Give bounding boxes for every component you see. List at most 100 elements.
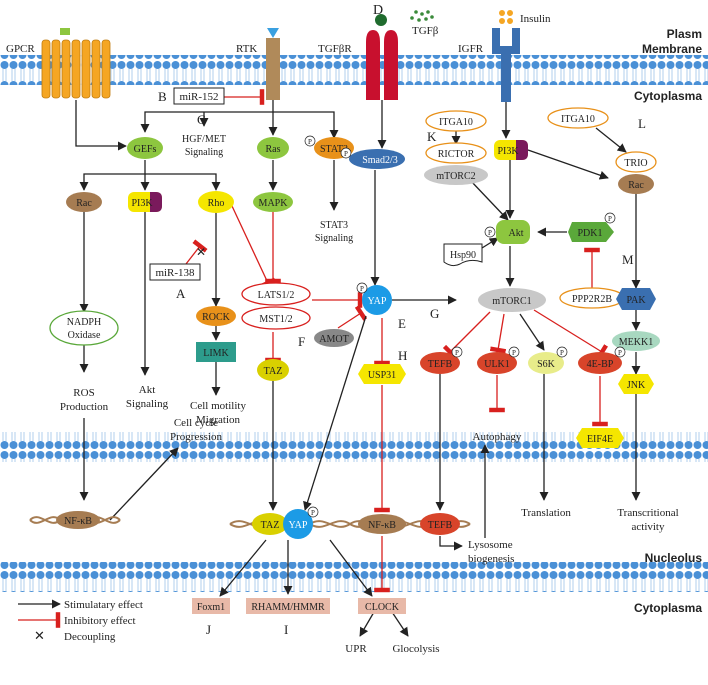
smad-phospho-label: P	[344, 150, 348, 158]
lysosome-label-1: Lysosome	[468, 539, 513, 551]
eif4e-label: EIF4E	[587, 434, 613, 445]
taz-node	[257, 359, 289, 381]
ulk1-phospho-icon	[508, 346, 520, 358]
transcription-label-1: Transcritional	[617, 507, 678, 519]
itga10-k-node	[425, 110, 487, 132]
yap-node	[362, 285, 392, 315]
ulk1-phospho-label: P	[512, 349, 516, 357]
foxm1-node	[192, 598, 230, 614]
nadph-label-1: NADPH	[67, 317, 101, 328]
region-label-cytoplasma-bottom: Cytoplasma	[634, 601, 702, 615]
letter-k: K	[427, 129, 437, 144]
lats-label: LATS1/2	[258, 290, 295, 301]
upr-label: UPR	[345, 643, 367, 655]
letter-m: M	[622, 252, 634, 267]
limk-label: LIMK	[203, 348, 229, 359]
decoupling-mark-icon: ✕	[196, 245, 206, 259]
letter-j: J	[206, 622, 211, 637]
mekk1-label: MEKK1	[619, 337, 653, 348]
s6k-node	[528, 352, 564, 374]
akt-signaling-label-2: Signaling	[126, 398, 169, 410]
s6k-phospho-icon	[556, 346, 568, 358]
nfkb-left-node	[56, 511, 100, 529]
rtk-receptor	[266, 38, 280, 100]
tgfb-label: TGFβ	[412, 25, 439, 37]
ros-label-1: ROS	[73, 387, 94, 399]
nadph-oxidase-node	[49, 310, 119, 346]
rhamm-node	[246, 598, 330, 614]
akt-label: Akt	[509, 228, 524, 239]
taz-label: TAZ	[264, 366, 283, 377]
tefb-phospho-label: P	[455, 349, 459, 357]
yap-phospho-icon	[356, 282, 368, 294]
igfr-receptor	[492, 28, 520, 102]
rtk-label: RTK	[236, 43, 257, 55]
mekk1-node	[612, 331, 660, 351]
nfkb-left-label: NF-κB	[64, 516, 92, 527]
pi3k-left-label: PI3K	[131, 198, 153, 209]
pak-node	[616, 288, 656, 310]
amot-node	[314, 329, 354, 347]
tefb-label: TEFB	[428, 359, 453, 370]
smad-node	[349, 149, 405, 169]
legend-decoupling-label: Decoupling	[64, 631, 116, 643]
clock-label: CLOCK	[365, 602, 400, 613]
clock-node	[358, 598, 406, 614]
yap-nuclear-phospho-label: P	[311, 509, 315, 517]
motility-label-2: Migration	[196, 414, 240, 426]
mst-node	[241, 306, 311, 330]
lats-node	[241, 282, 311, 306]
s6k-label: S6K	[537, 359, 556, 370]
mtorc2-node	[424, 165, 488, 185]
limk-node	[196, 342, 236, 362]
pdk1-node	[568, 222, 614, 242]
akt-phospho-label: P	[488, 229, 492, 237]
jnk-node	[618, 374, 654, 394]
rho-node	[198, 191, 234, 213]
mapk-label: MAPK	[259, 198, 289, 209]
yap-nuclear-node	[283, 509, 313, 539]
ulk1-node	[477, 352, 517, 374]
tefb-nuclear-label: TEFB	[428, 520, 453, 531]
tefb-nuclear-node	[420, 513, 460, 535]
rictor-label: RICTOR	[438, 149, 475, 160]
gpcr-label: GPCR	[6, 43, 35, 55]
mir152-box	[173, 87, 225, 105]
smad-label: Smad2/3	[362, 155, 398, 166]
insulin-dots-icon	[499, 10, 513, 24]
yap-phospho-label: P	[360, 285, 364, 293]
glycolysis-label: Glocolysis	[392, 643, 439, 655]
translation-label: Translation	[521, 507, 571, 519]
gpcr-receptor	[41, 28, 111, 99]
hgf-met-label-1: HGF/MET	[182, 134, 226, 145]
ros-label-2: Production	[60, 401, 109, 413]
itga10-l-label: ITGA10	[561, 114, 595, 125]
pdk1-label: PDK1	[577, 228, 602, 239]
itga10-l-node	[547, 107, 609, 129]
tgfb-dots-icon	[410, 10, 434, 22]
pi3k-right-node-accent	[516, 140, 528, 160]
mir138-label: miR-138	[155, 267, 195, 279]
mst-label: MST1/2	[259, 314, 292, 325]
lysosome-label-2: biogenesis	[468, 553, 514, 565]
trio-node	[615, 151, 657, 173]
region-label-cytoplasma-top: Cytoplasma	[634, 89, 702, 103]
ebp-node	[578, 352, 622, 374]
rock-node	[196, 306, 236, 326]
letter-b: B	[158, 89, 167, 104]
region-label-membrane: Membrane	[642, 42, 702, 56]
ebp-phospho-icon	[614, 346, 626, 358]
gefs-label: GEFs	[134, 144, 157, 155]
ebp-phospho-label: P	[618, 349, 622, 357]
pi3k-right-label: PI3K	[497, 146, 519, 157]
mir138-box	[149, 263, 201, 281]
ulk1-label: ULK1	[484, 359, 510, 370]
hsp90-node	[443, 243, 483, 267]
eif4e-node	[576, 428, 624, 448]
s6k-phospho-label: P	[560, 349, 564, 357]
stat3-signaling-label-2: Signaling	[315, 233, 353, 244]
ras-node	[257, 137, 289, 159]
rock-label: ROCK	[202, 312, 231, 323]
letter-g: G	[430, 306, 439, 321]
